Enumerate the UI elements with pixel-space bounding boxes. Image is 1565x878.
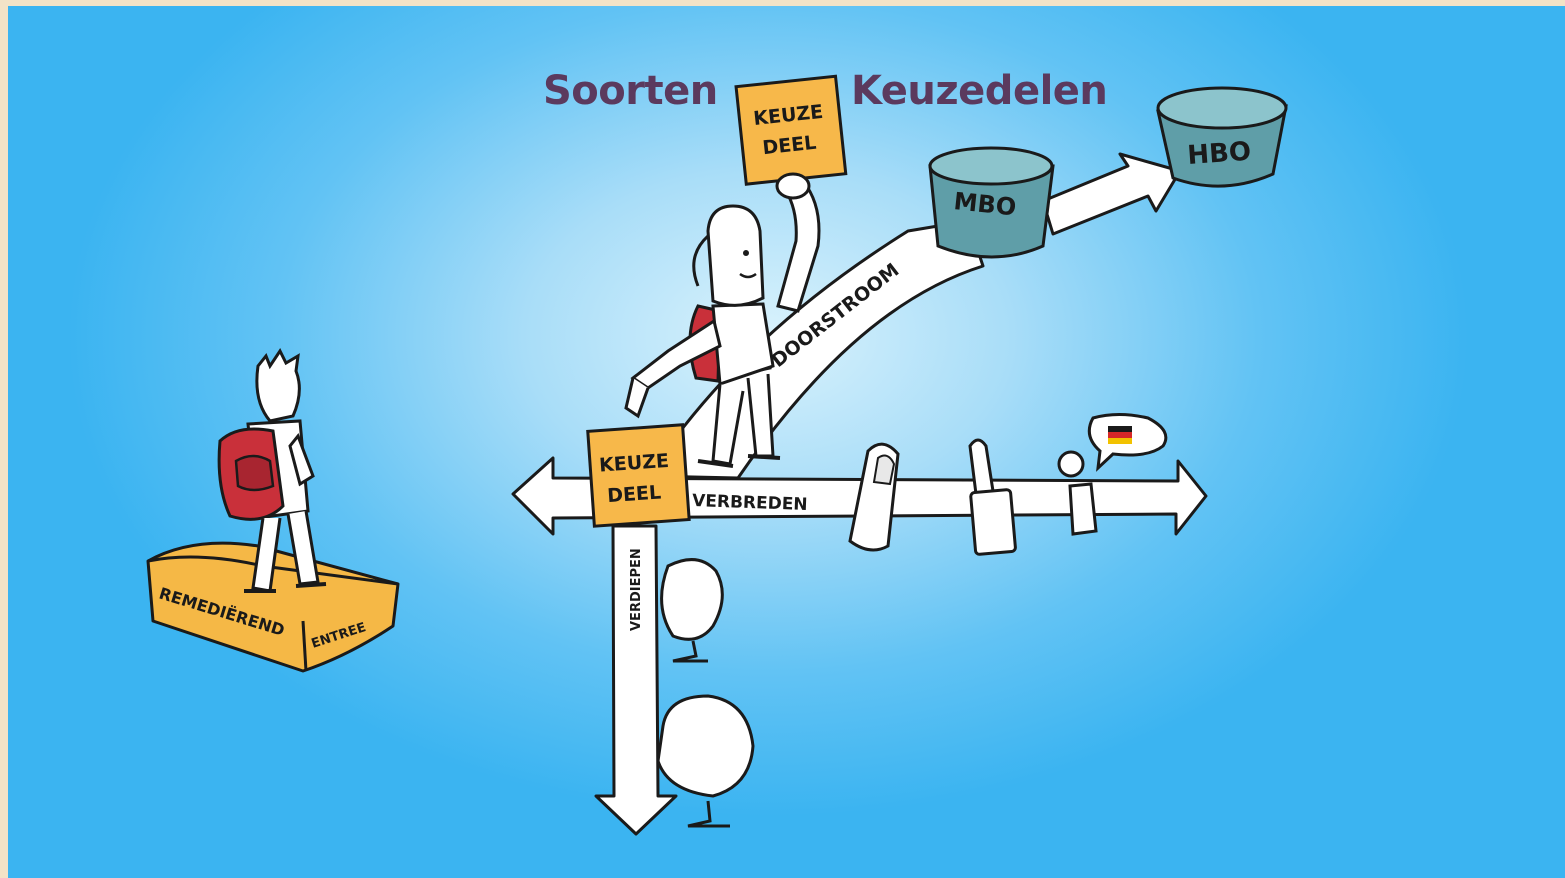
keuzedeel-card-top: KEUZE DEEL bbox=[734, 74, 848, 186]
keuze-mid-label: KEUZE bbox=[598, 450, 669, 477]
keuzedeel-card-middle: KEUZE DEEL bbox=[586, 423, 691, 528]
title-soorten: Soorten bbox=[543, 68, 718, 114]
verdiepen-label: VERDIEPEN bbox=[629, 548, 644, 631]
hbo-label: HBO bbox=[1186, 137, 1252, 171]
student-boy-figure bbox=[217, 348, 327, 593]
diagram-drawing: VERBREDEN VERDIEPEN DOORSTROOM MBO HBO bbox=[146, 74, 1288, 836]
deel-mid-label: DEEL bbox=[607, 481, 662, 507]
student-girl-figure bbox=[624, 172, 821, 468]
mbo-label: MBO bbox=[952, 187, 1017, 221]
mbo-bucket: MBO bbox=[928, 146, 1055, 259]
speaking-person-icon bbox=[1057, 413, 1168, 536]
hairstyle-afro-icon bbox=[656, 694, 755, 828]
title-keuzedelen: Keuzedelen bbox=[851, 68, 1108, 114]
remedierend-entree-platform: REMEDIËREND ENTREE bbox=[146, 541, 400, 673]
lipstick-icon bbox=[968, 438, 1017, 556]
verdiepen-arrow: VERDIEPEN bbox=[594, 524, 678, 836]
hbo-bucket: HBO bbox=[1156, 86, 1288, 188]
hairstyle-bun-icon bbox=[660, 558, 724, 663]
illustration-canvas: Soorten Keuzedelen VERBREDEN VERDIEPEN D… bbox=[8, 6, 1565, 878]
fingernail-icon bbox=[848, 442, 900, 552]
verbreden-label: VERBREDEN bbox=[692, 491, 808, 515]
